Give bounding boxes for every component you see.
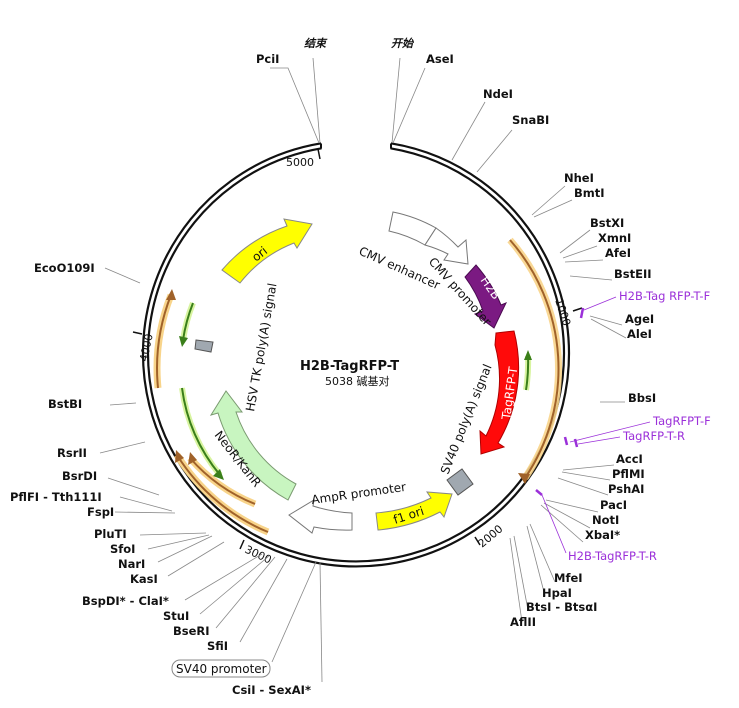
hsv-tk-polya-label: HSV TK poly(A) signal <box>243 282 279 412</box>
site-sfoi: SfoI <box>110 542 135 556</box>
site-fspi: FspI <box>87 505 114 519</box>
hsv-tk-polya-box[interactable] <box>194 339 214 353</box>
site-snabi: SnaBI <box>512 113 549 127</box>
site-aflii: AflII <box>510 615 536 629</box>
sv40-promoter-box[interactable] <box>171 659 271 678</box>
site-asei: AseI <box>426 52 454 66</box>
tick-4000: 4000 <box>137 333 156 363</box>
site-lines <box>99 57 627 683</box>
primer-h2b-tag-rfp-t-f: H2B-Tag RFP-T-F <box>619 289 710 303</box>
sv40-polya-box[interactable] <box>446 468 474 496</box>
ampr-promoter-label: AmpR promoter <box>310 480 406 507</box>
site-sfii: SfiI <box>207 639 228 653</box>
site-bsrdi: BsrDI <box>62 469 97 483</box>
primer-lines <box>535 296 651 554</box>
site-mfei: MfeI <box>554 571 583 585</box>
site-pflmi: PflMI <box>612 467 645 481</box>
primer-h2b-tagrfp-t-r: H2B-TagRFP-T-R <box>568 549 657 563</box>
start-label: 开始 <box>391 37 415 50</box>
tick-5000: 5000 <box>286 156 314 169</box>
primer-tagrfpt-f: TagRFPT-F <box>652 414 711 428</box>
site-bseri: BseRI <box>173 624 210 638</box>
features <box>194 211 520 534</box>
ampr-promoter-arrow[interactable] <box>288 499 353 534</box>
site-bmti: BmtI <box>574 186 605 200</box>
site-acci: AccI <box>616 452 643 466</box>
site-rsrii: RsrII <box>57 446 87 460</box>
site-bstbi: BstBI <box>48 397 82 411</box>
tagrfp-t-arrow[interactable] <box>479 330 520 455</box>
orf-arcs <box>153 237 562 536</box>
plasmid-title: H2B-TagRFP-T <box>300 359 399 374</box>
site-hpai: HpaI <box>542 586 572 600</box>
plasmid-length: 5038 碱基对 <box>325 374 390 388</box>
site-bspdi: BspDI* - ClaI* <box>82 594 169 608</box>
site-bsteii: BstEII <box>614 267 652 281</box>
neor-kanr-arrow[interactable] <box>209 390 297 501</box>
site-nari: NarI <box>118 557 145 571</box>
site-agei: AgeI <box>625 312 654 326</box>
site-bbsi: BbsI <box>628 391 656 405</box>
site-nhei: NheI <box>564 171 594 185</box>
sv40-polya-label: SV40 poly(A) signal <box>438 362 495 476</box>
site-btsi: BtsI - BtsαI <box>526 600 597 614</box>
site-xmni: XmnI <box>598 231 631 245</box>
site-csii: CsiI - SexAI* <box>232 683 311 697</box>
site-pshai: PshAI <box>608 482 644 496</box>
site-ndei: NdeI <box>483 87 513 101</box>
ticks: 5000 1000 2000 3000 4000 <box>132 148 583 567</box>
f1-ori-arrow[interactable] <box>375 491 453 531</box>
site-ecoo109i: EcoO109I <box>34 261 95 275</box>
site-paci: PacI <box>600 498 627 512</box>
ori-arrow[interactable] <box>221 218 313 284</box>
site-xbai: XbaI* <box>585 528 620 542</box>
site-afei: AfeI <box>605 246 631 260</box>
site-stui: StuI <box>163 609 189 623</box>
site-pflfi: PflFI - Tth111I <box>10 490 102 504</box>
site-kasi: KasI <box>130 572 158 586</box>
cmv-enhancer-label: CMV enhancer <box>357 244 442 292</box>
site-pcii: PciI <box>256 52 279 66</box>
sv40-promoter-label: SV40 promoter <box>176 662 267 676</box>
site-pluti: PluTI <box>94 527 127 541</box>
primer-tagrfp-t-r: TagRFP-T-R <box>622 429 685 443</box>
backbone <box>141 142 571 568</box>
cmv-promoter-arrow[interactable] <box>424 227 469 265</box>
end-label: 结束 <box>304 37 328 50</box>
site-alei: AleI <box>627 327 652 341</box>
site-noti: NotI <box>592 513 619 527</box>
site-bstxi: BstXI <box>590 216 624 230</box>
h2b-arrow[interactable] <box>464 264 508 329</box>
